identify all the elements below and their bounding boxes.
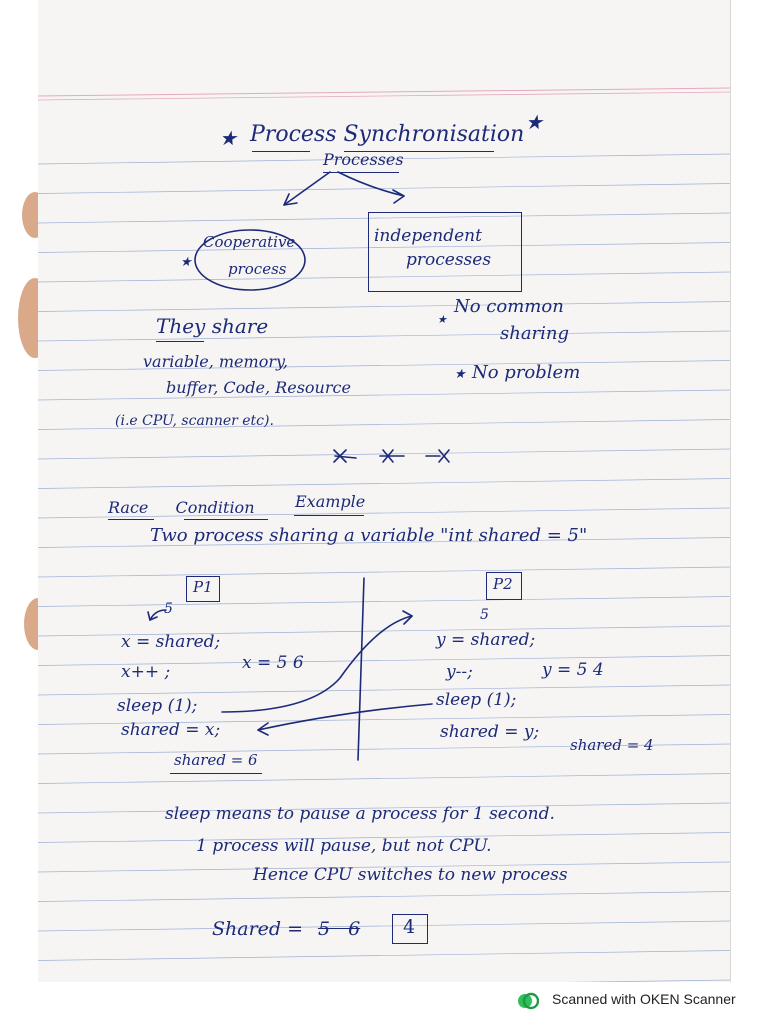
- scanner-footer-text: Scanned with OKEN Scanner: [552, 991, 736, 1007]
- share-underline: [156, 341, 204, 342]
- p1-code-line: x++ ;: [121, 662, 171, 682]
- ruled-line: [38, 861, 730, 873]
- processes-label: Processes: [323, 150, 404, 169]
- example-underline: [294, 515, 364, 516]
- ruled-line: [38, 537, 730, 548]
- p2-code-line: shared = y;: [440, 722, 540, 742]
- p2-y-value: y = 5 4: [542, 660, 604, 680]
- ruled-line: [38, 448, 730, 460]
- p1-result-underline: [170, 773, 262, 774]
- title-star-right: ★: [525, 110, 543, 134]
- indep-point2: No problem: [472, 362, 581, 383]
- p1-shared-result: shared = 6: [174, 751, 258, 769]
- cooperative-line2: process: [228, 260, 287, 278]
- ruled-line: [38, 183, 730, 194]
- ruled-line: [38, 87, 730, 97]
- p1-label: P1: [193, 578, 213, 596]
- ruled-line: [38, 596, 730, 607]
- p2-code-line: y--;: [446, 662, 473, 682]
- ruled-line: [38, 360, 730, 371]
- ruled-line: [38, 271, 730, 283]
- cooperative-star: ★: [180, 255, 192, 270]
- scanner-logo-icon: [518, 992, 539, 1010]
- p1-code-line: shared = x;: [121, 720, 221, 740]
- share-heading: They share: [156, 314, 269, 338]
- ruled-line: [38, 301, 730, 312]
- final-value-box: [392, 914, 428, 944]
- explain-line1: sleep means to pause a process for 1 sec…: [165, 804, 555, 824]
- final-boxed-value: 4: [403, 916, 416, 938]
- p2-shared-result: shared = 4: [570, 736, 654, 754]
- page-title: Process Synchronisation: [250, 122, 525, 147]
- ruled-line: [38, 507, 730, 519]
- independent-line1: independent: [374, 226, 482, 246]
- bullet-star-2: ★: [454, 367, 466, 382]
- p1-x-value: x = 5 6: [242, 653, 304, 673]
- p2-label: P2: [493, 575, 513, 593]
- p2-box: [486, 572, 522, 600]
- share-line1: variable, memory,: [143, 352, 288, 371]
- ruled-line: [38, 832, 730, 843]
- p1-code-line: x = shared;: [121, 632, 221, 652]
- ruled-line: [38, 330, 730, 342]
- final-label: Shared =: [212, 918, 304, 940]
- ruled-line: [38, 212, 730, 224]
- explain-line3: Hence CPU switches to new process: [253, 865, 568, 885]
- title-underline-2: [344, 151, 494, 152]
- cooperative-ellipse: [194, 229, 306, 291]
- bullet-star-1: ★: [437, 313, 447, 326]
- ruled-line: [38, 389, 730, 401]
- independent-line2: processes: [406, 250, 492, 270]
- independent-box: [368, 212, 522, 292]
- ruled-line: [38, 802, 730, 814]
- explain-line2: 1 process will pause, but not CPU.: [196, 836, 492, 856]
- race-underline-2: [184, 519, 268, 520]
- cooperative-line1: Cooperative: [203, 233, 296, 251]
- title-underline: [252, 151, 310, 152]
- ruled-line: [38, 920, 730, 932]
- indep-point1-line2: sharing: [500, 323, 570, 344]
- title-star-left: ★: [219, 126, 237, 150]
- p1-box: [186, 576, 220, 602]
- share-line3: (i.e CPU, scanner etc).: [115, 413, 274, 429]
- ruled-line: [38, 684, 730, 696]
- notebook-page: [38, 0, 731, 982]
- processes-underline: [323, 172, 399, 173]
- race-underline-1: [108, 519, 154, 520]
- share-line2: buffer, Code, Resource: [166, 378, 351, 397]
- ruled-lines: [38, 87, 730, 982]
- ruled-line: [38, 773, 730, 784]
- race-condition-label: Race Condition: [108, 498, 255, 517]
- p2-value-note: 5: [480, 607, 489, 623]
- ruled-line: [38, 950, 730, 961]
- p2-code-line: sleep (1);: [436, 690, 517, 710]
- ruled-line: [38, 743, 730, 755]
- p1-value-note: 5: [164, 601, 173, 617]
- ruled-line: [38, 891, 730, 902]
- ruled-line: [38, 91, 730, 101]
- example-sentence: Two process sharing a variable "int shar…: [150, 525, 588, 546]
- p2-code-line: y = shared;: [436, 630, 536, 650]
- final-struck-values: 5 6: [318, 918, 361, 940]
- ruled-line: [38, 419, 730, 430]
- ruled-line: [38, 478, 730, 489]
- scanner-footer: [0, 982, 768, 1024]
- p1-code-line: sleep (1);: [117, 696, 198, 716]
- ruled-line: [38, 566, 730, 578]
- ruled-line: [38, 242, 730, 253]
- example-label: Example: [295, 492, 366, 511]
- ruled-line: [567, 979, 730, 982]
- ruled-line: [38, 153, 730, 165]
- indep-point1-line1: No common: [454, 296, 564, 317]
